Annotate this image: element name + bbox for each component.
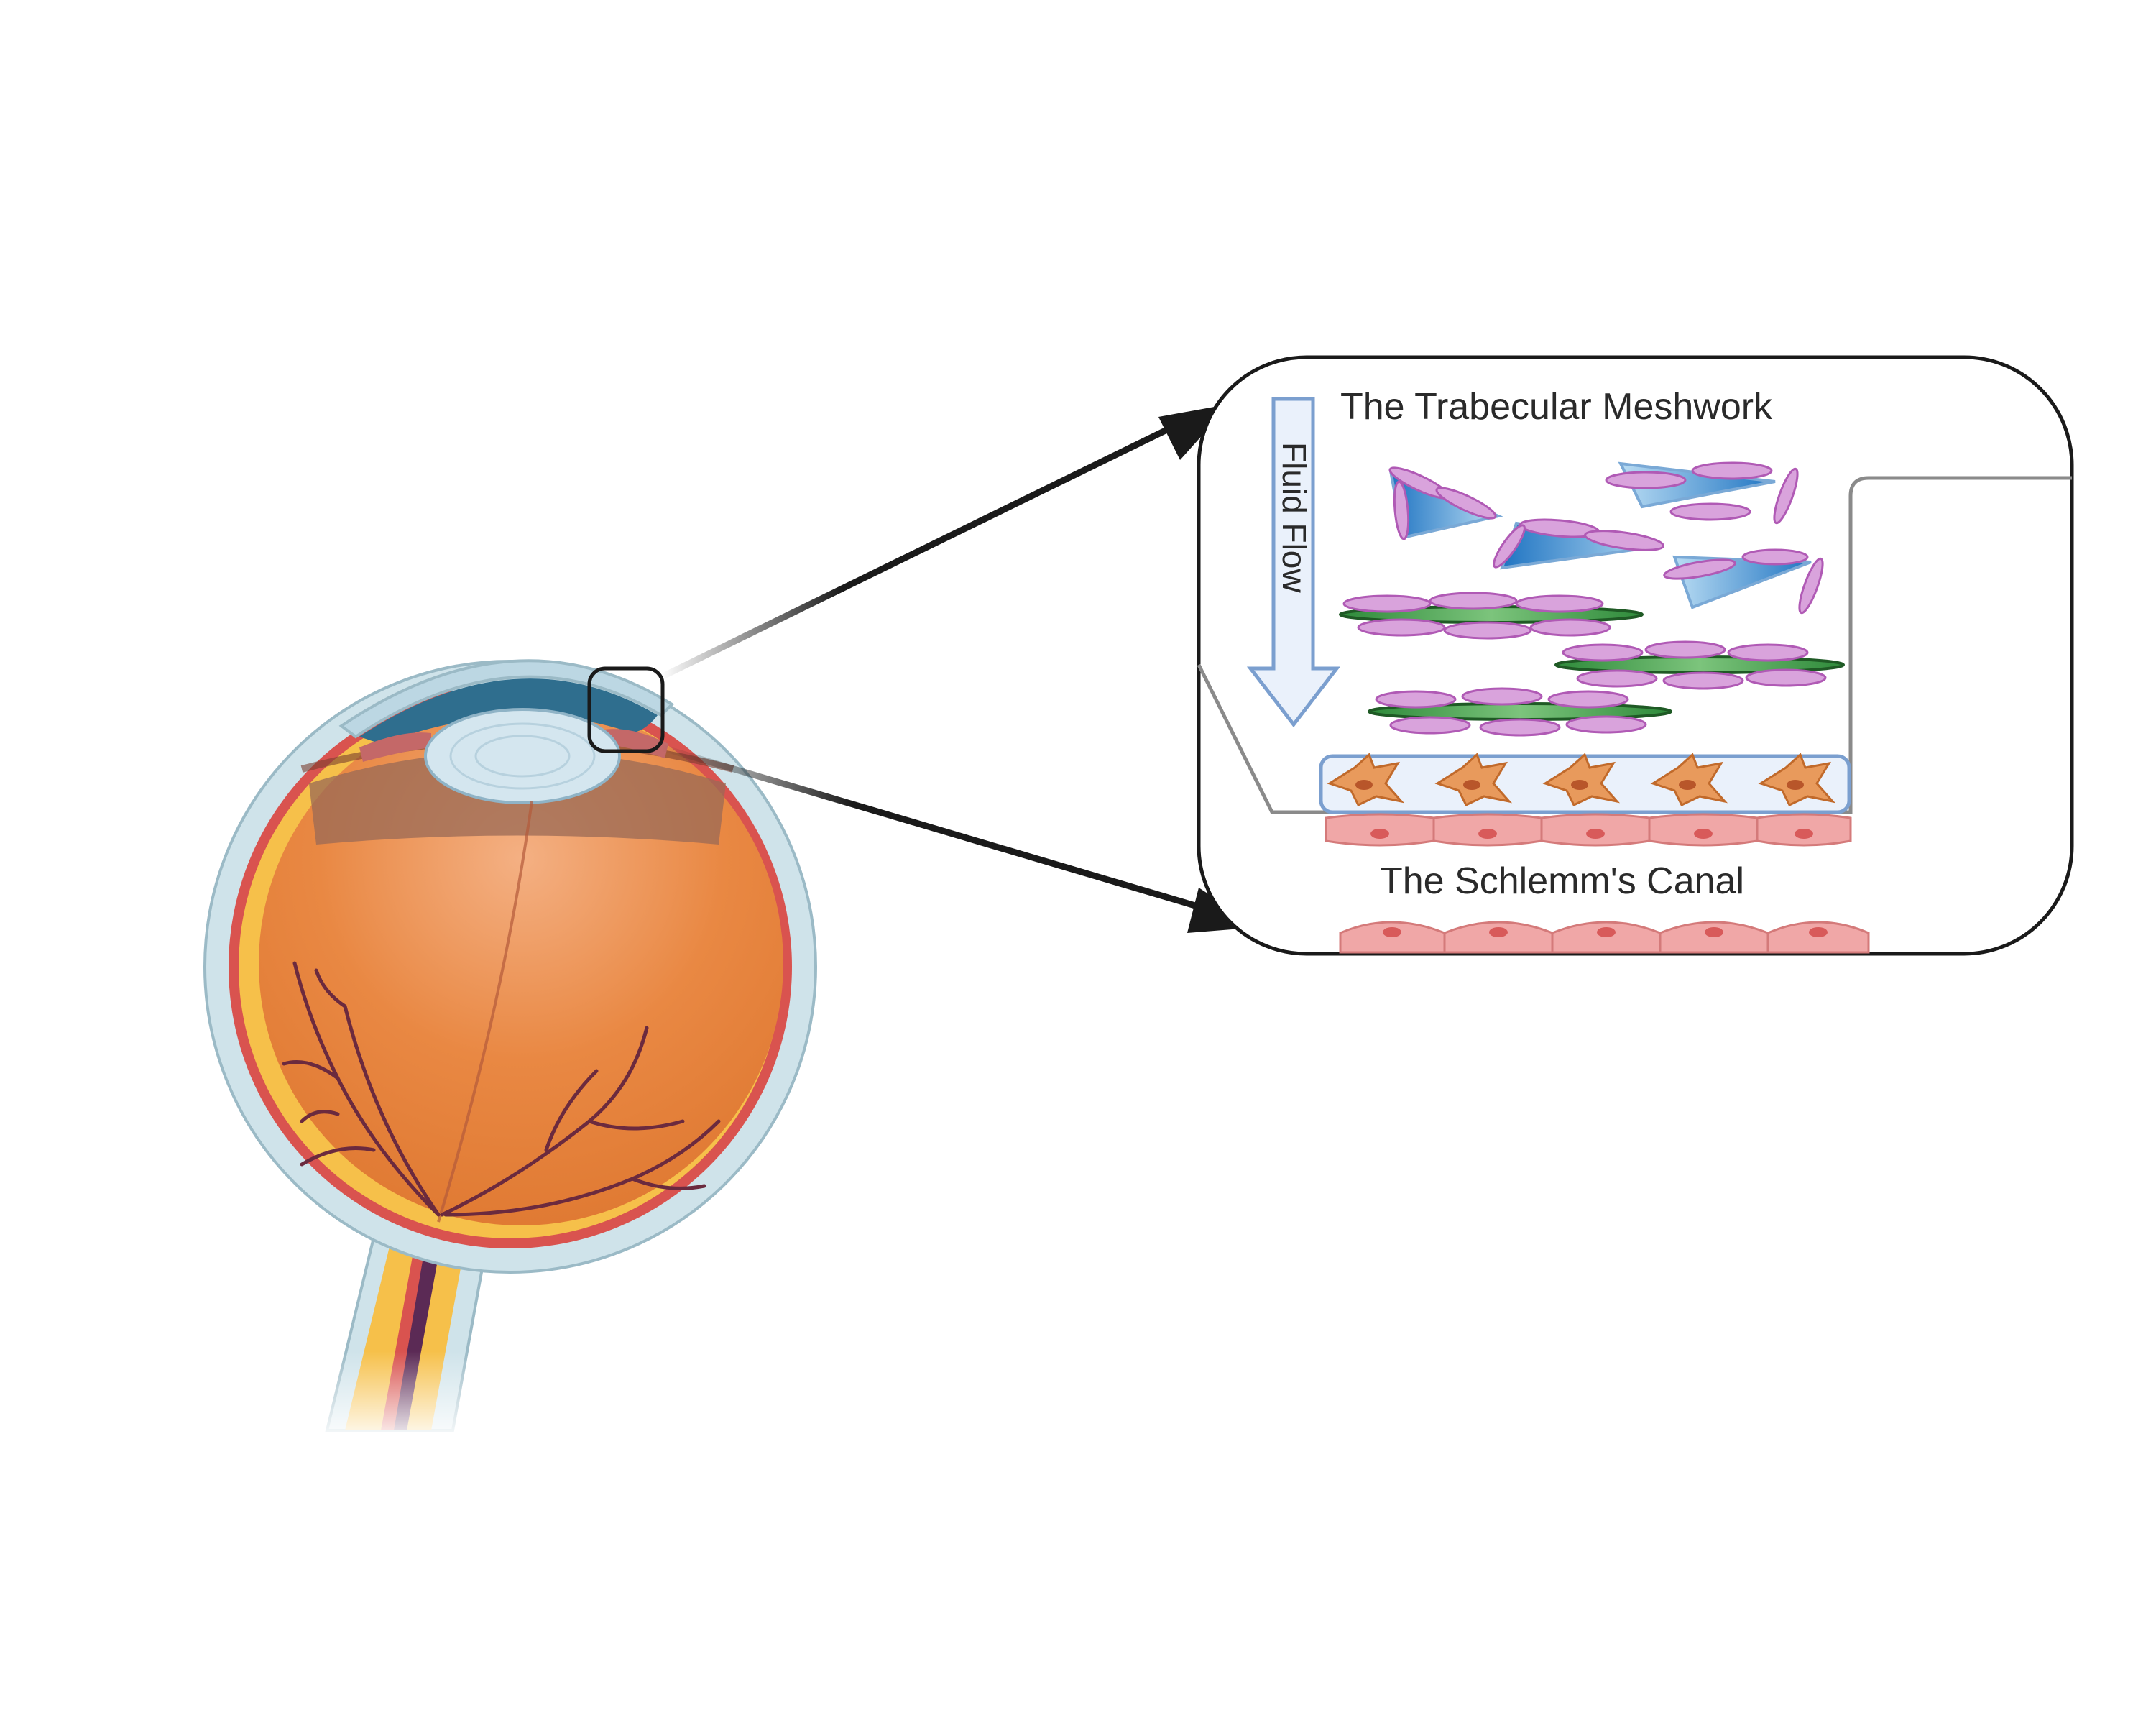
schlemms-canal-label: The Schlemm's Canal: [1380, 860, 1744, 902]
tissue-boundary: [1197, 476, 2072, 814]
schlemms-canal-outer-wall: [1339, 921, 1870, 954]
trabecular-meshwork-inset: The Trabecular Meshwork Fluid Flow: [1197, 355, 2074, 956]
retinal-vessels: [282, 961, 721, 1217]
fluid-flow-label: Fluid Flow: [1276, 442, 1313, 593]
zoom-region-box: [587, 666, 665, 753]
trabecular-meshwork-label: The Trabecular Meshwork: [1340, 386, 1773, 428]
trabecular-beams-blue: [1388, 461, 1824, 615]
eyeball: [203, 659, 817, 1445]
iris: [359, 732, 431, 762]
schlemms-canal-inner-wall: [1325, 813, 1852, 847]
juxtacanalicular-tissue: [1319, 753, 1851, 814]
trabecular-beams-green: [1339, 592, 1845, 737]
fluid-flow-arrow: Fluid Flow: [1246, 397, 1341, 728]
